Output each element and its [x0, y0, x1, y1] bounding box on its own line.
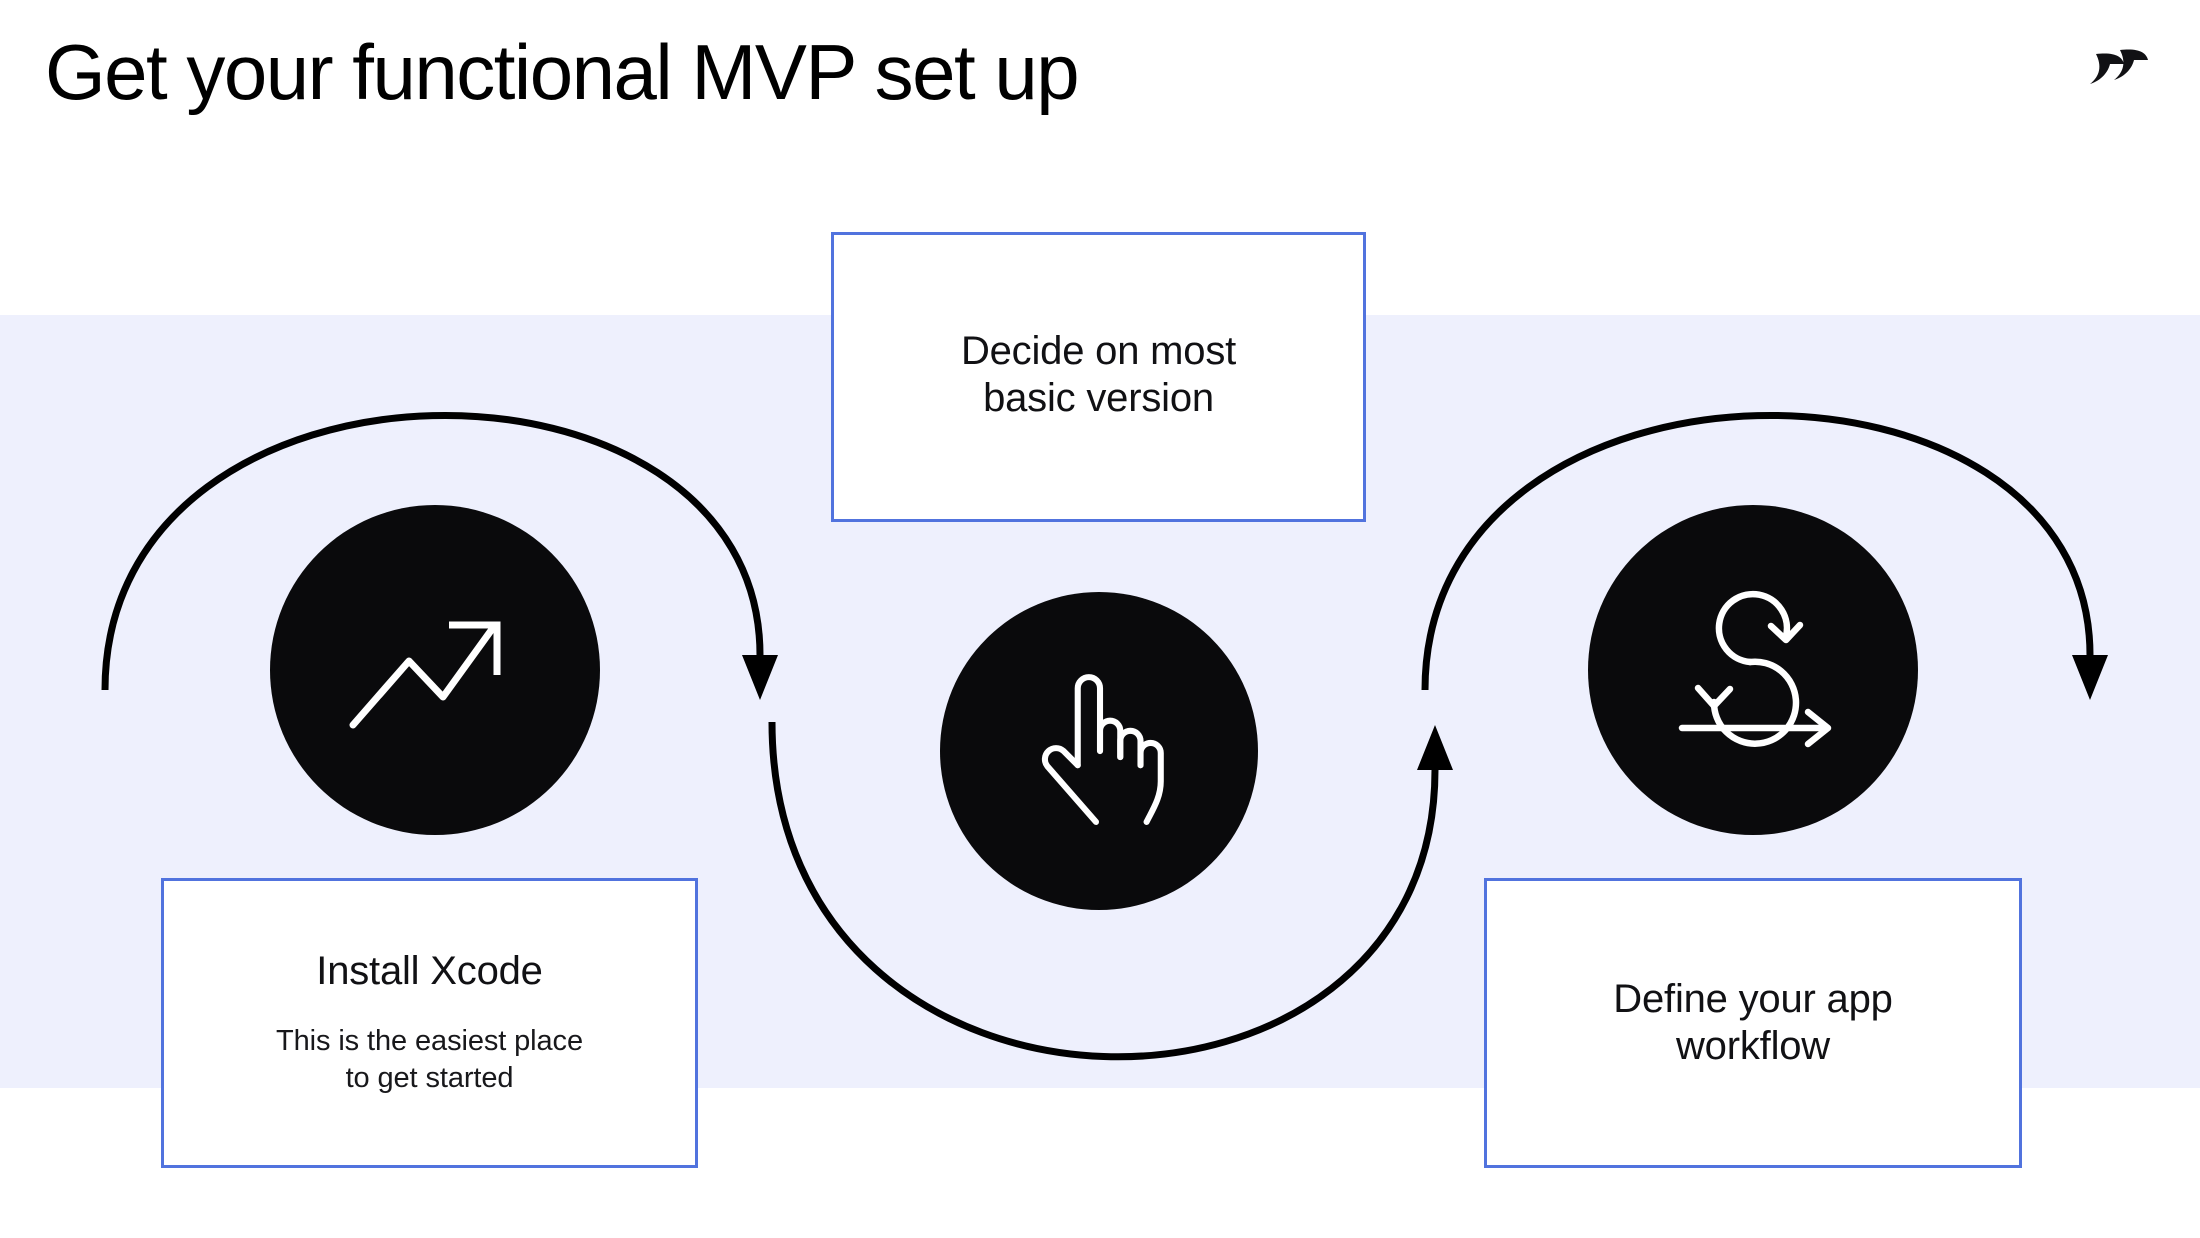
trending-up-arrow-icon	[345, 603, 525, 738]
step-icon-circle-decide-basic-version	[940, 592, 1258, 910]
double-chevron-r-logo-icon	[2080, 30, 2152, 98]
page-title: Get your functional MVP set up	[45, 28, 1080, 116]
step-icon-circle-install-xcode	[270, 505, 600, 835]
pointing-hand-icon	[1033, 668, 1165, 835]
agile-sprint-loop-icon	[1658, 578, 1848, 763]
step-icon-circle-define-app-workflow	[1588, 505, 1918, 835]
callout-title: Install Xcode	[316, 948, 543, 993]
